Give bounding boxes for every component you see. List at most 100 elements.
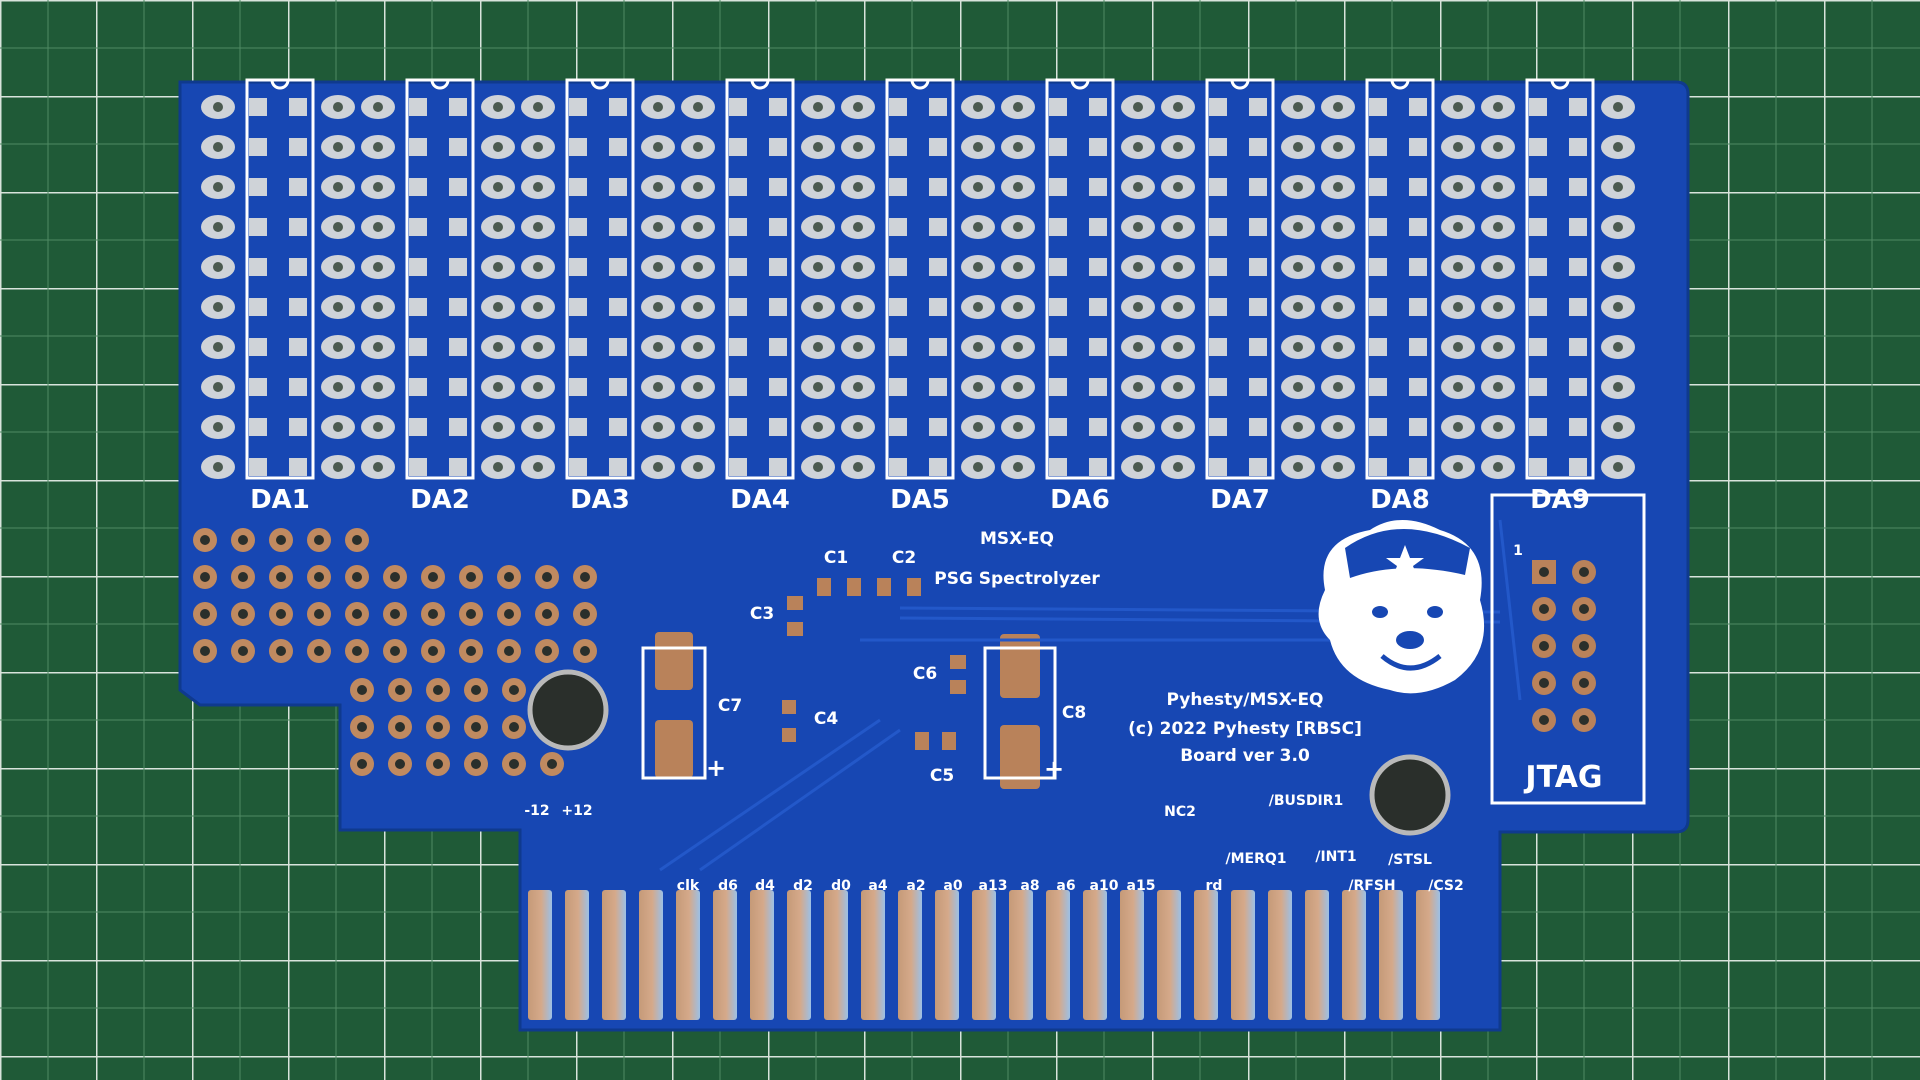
drill-hole xyxy=(813,222,823,232)
drill-hole xyxy=(213,462,223,472)
square-pad xyxy=(289,418,307,436)
drill-hole xyxy=(693,382,703,392)
chip-label: DA5 xyxy=(890,485,950,515)
square-pad xyxy=(609,138,627,156)
edge-finger xyxy=(1157,890,1181,1020)
drill-hole xyxy=(333,342,343,352)
drill-hole xyxy=(357,759,367,769)
drill-hole xyxy=(693,262,703,272)
drill-hole xyxy=(213,342,223,352)
square-pad xyxy=(449,338,467,356)
drill-hole xyxy=(1453,302,1463,312)
edge-finger xyxy=(1416,890,1440,1020)
drill-hole xyxy=(1173,302,1183,312)
chip-outline xyxy=(725,78,795,480)
square-pad xyxy=(1209,338,1227,356)
drill-hole xyxy=(1333,342,1343,352)
drill-hole xyxy=(395,685,405,695)
drill-hole xyxy=(1453,262,1463,272)
square-pad xyxy=(609,418,627,436)
chip-label: DA4 xyxy=(730,485,790,515)
square-pad xyxy=(289,178,307,196)
square-pad xyxy=(1569,338,1587,356)
drill-hole xyxy=(1173,342,1183,352)
square-pad xyxy=(1409,418,1427,436)
drill-hole xyxy=(200,646,210,656)
drill-hole xyxy=(1133,382,1143,392)
chip-outline xyxy=(1525,78,1595,480)
drill-hole xyxy=(1173,102,1183,112)
square-pad xyxy=(1409,98,1427,116)
drill-hole xyxy=(213,302,223,312)
square-pad xyxy=(729,418,747,436)
drill-hole xyxy=(533,102,543,112)
drill-hole xyxy=(238,535,248,545)
drill-hole xyxy=(373,142,383,152)
signal-label: a2 xyxy=(906,878,925,894)
square-pad xyxy=(769,298,787,316)
square-pad xyxy=(1209,258,1227,276)
drill-hole xyxy=(533,262,543,272)
signal-label-stsl: /STSL xyxy=(1388,852,1432,868)
square-pad xyxy=(1369,338,1387,356)
drill-hole xyxy=(1133,262,1143,272)
chip-notch xyxy=(1550,79,1570,90)
drill-hole xyxy=(213,182,223,192)
drill-hole xyxy=(813,422,823,432)
drill-hole xyxy=(1173,422,1183,432)
square-pad xyxy=(1089,418,1107,436)
drill-hole xyxy=(1013,342,1023,352)
drill-hole xyxy=(333,302,343,312)
drill-hole xyxy=(1613,422,1623,432)
drill-hole xyxy=(373,422,383,432)
square-pad xyxy=(1529,138,1547,156)
square-pad xyxy=(1089,458,1107,476)
square-pad xyxy=(249,338,267,356)
jtag-label: JTAG xyxy=(1523,760,1602,795)
square-pad xyxy=(1089,378,1107,396)
drill-hole xyxy=(428,646,438,656)
drill-hole xyxy=(1293,342,1303,352)
drill-hole xyxy=(547,759,557,769)
square-pad xyxy=(769,258,787,276)
drill-hole xyxy=(693,342,703,352)
drill-hole xyxy=(1453,222,1463,232)
drill-hole xyxy=(1493,182,1503,192)
square-pad xyxy=(929,458,947,476)
drill-hole xyxy=(276,646,286,656)
square-pad xyxy=(1529,458,1547,476)
square-pad xyxy=(449,378,467,396)
drill-hole xyxy=(1579,567,1589,577)
drill-hole xyxy=(1133,422,1143,432)
drill-hole xyxy=(357,722,367,732)
square-pad xyxy=(1529,218,1547,236)
drill-hole xyxy=(1333,302,1343,312)
drill-hole xyxy=(352,609,362,619)
drill-hole xyxy=(1013,182,1023,192)
square-pad xyxy=(769,138,787,156)
drill-hole xyxy=(1539,715,1549,725)
square-pad xyxy=(1569,178,1587,196)
chip-label: DA6 xyxy=(1050,485,1110,515)
cap-label-c5: C5 xyxy=(930,766,954,786)
drill-hole xyxy=(1133,142,1143,152)
credit-line-1: Pyhesty/MSX-EQ xyxy=(1166,690,1323,710)
signal-label: a10 xyxy=(1090,878,1119,894)
edge-finger xyxy=(1046,890,1070,1020)
drill-hole xyxy=(1613,102,1623,112)
drill-hole xyxy=(533,142,543,152)
drill-hole xyxy=(276,535,286,545)
square-pad xyxy=(249,218,267,236)
chip-label: DA8 xyxy=(1370,485,1430,515)
drill-hole xyxy=(813,262,823,272)
drill-hole xyxy=(973,222,983,232)
drill-hole xyxy=(352,572,362,582)
drill-hole xyxy=(493,142,503,152)
chip-label: DA9 xyxy=(1530,485,1590,515)
square-pad xyxy=(449,258,467,276)
square-pad xyxy=(609,98,627,116)
mounting-hole xyxy=(1369,754,1451,836)
edge-finger xyxy=(824,890,848,1020)
square-pad xyxy=(1249,98,1267,116)
